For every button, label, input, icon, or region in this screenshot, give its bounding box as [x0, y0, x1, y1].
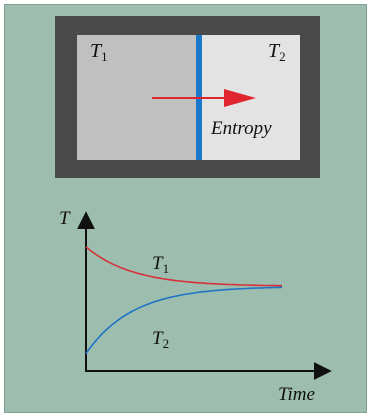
left-temperature-subscript: 1: [101, 49, 108, 64]
curve-t1-label: T1: [152, 253, 169, 277]
curve-t2-subscript: 2: [162, 336, 170, 351]
left-temperature-symbol: T: [90, 40, 102, 62]
curve-t2: [85, 286, 283, 354]
curve-t2-symbol: T: [152, 328, 163, 349]
right-temperature-label: T2: [268, 40, 286, 65]
curve-t1-symbol: T: [152, 253, 163, 274]
left-temperature-label: T1: [90, 40, 108, 65]
entropy-arrow-head: [224, 89, 256, 107]
curve-t2-label: T2: [152, 328, 169, 352]
curve-t1: [85, 246, 282, 287]
y-axis-label: T: [59, 208, 70, 229]
right-temperature-symbol: T: [268, 40, 280, 62]
entropy-label: Entropy: [211, 118, 272, 139]
right-temperature-subscript: 2: [279, 49, 286, 64]
x-axis-label: Time: [278, 384, 315, 405]
curve-t1-subscript: 1: [162, 261, 170, 276]
